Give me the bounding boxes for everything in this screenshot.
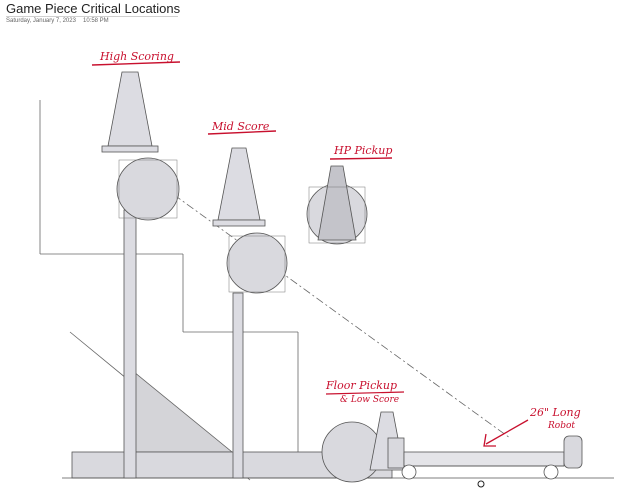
label-low-score: & Low Score xyxy=(340,395,399,405)
note-date: Saturday, January 7, 2023 xyxy=(6,18,76,24)
robot-front-wheel-icon xyxy=(401,464,417,480)
underline-high-scoring xyxy=(91,61,181,66)
robot-chassis xyxy=(387,435,583,469)
high-cube-box xyxy=(118,159,178,219)
robot-arrow-icon xyxy=(483,433,496,447)
mid-cube-icon xyxy=(226,232,288,294)
underline-hp-pickup xyxy=(329,157,393,160)
high-cone-icon xyxy=(107,71,153,147)
mid-cone-icon xyxy=(217,147,261,221)
note-time: 10:58 PM xyxy=(83,18,109,24)
robot-rear-wheel-icon xyxy=(543,464,559,480)
mid-post xyxy=(232,292,244,479)
mid-cube-box xyxy=(228,235,286,293)
hp-cone-icon xyxy=(317,165,357,241)
page-title: Game Piece Critical Locations xyxy=(6,1,181,16)
underline-mid-score xyxy=(207,130,277,135)
reach-line xyxy=(147,175,511,439)
high-cone-base xyxy=(101,145,159,153)
label-mid-score: Mid Score xyxy=(211,120,270,133)
mid-cone-base xyxy=(212,219,266,227)
label-robot-length: 26" Long xyxy=(529,406,581,419)
robot-arrow-shaft xyxy=(485,419,529,445)
floor-cube-icon xyxy=(321,421,383,483)
high-post xyxy=(123,209,137,479)
ramp-triangle xyxy=(133,371,234,453)
label-hp-pickup: HP Pickup xyxy=(333,144,392,157)
high-cube-icon xyxy=(116,157,180,221)
underline-floor-pickup xyxy=(325,391,405,395)
hp-cube-box xyxy=(308,186,366,244)
origin-marker-icon xyxy=(477,480,485,488)
label-robot: Robot xyxy=(547,421,575,431)
label-high-scoring: High Scoring xyxy=(99,50,174,63)
label-floor-pickup: Floor Pickup xyxy=(325,379,397,392)
title-underline xyxy=(6,16,178,17)
